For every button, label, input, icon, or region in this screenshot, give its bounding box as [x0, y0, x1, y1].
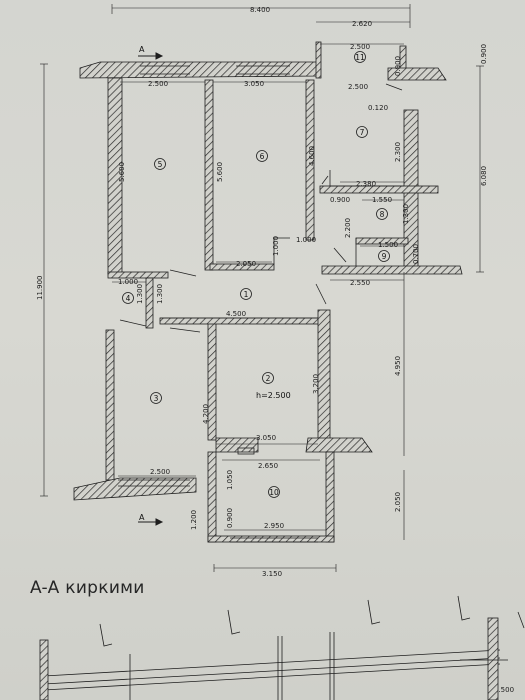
room-3-number: 3: [154, 394, 159, 403]
dim-step-small: 0.900: [330, 196, 350, 204]
dim-corridor-width: 4.500: [226, 310, 246, 318]
dim-room5-height: 5.600: [118, 162, 126, 182]
dim-left-overall: 11.900: [36, 276, 44, 301]
dim-room7-height: 2.300: [394, 142, 402, 162]
dim-loggia-overall: 3.150: [262, 570, 282, 578]
dim-room8-left: 2.200: [344, 218, 352, 238]
room-11-number: 11: [355, 53, 365, 62]
dim-room9-bottom: 2.550: [350, 279, 370, 287]
dim-room3-width: 2.500: [150, 468, 170, 476]
room-9-number: 9: [382, 252, 387, 261]
dim-room4-width: 1.000: [118, 278, 138, 286]
dim-room8-width: 1.550: [372, 196, 392, 204]
room-7-number: 7: [360, 128, 365, 137]
dim-hall-small: 1.000: [272, 236, 280, 256]
room-markers: [122, 51, 390, 498]
dim-room6-lower: 2.050: [236, 260, 256, 268]
dim-room6-width: 3.050: [244, 80, 264, 88]
dim-loggia-offset: 1.200: [190, 510, 198, 530]
dim-door-small: 1.000: [296, 236, 316, 244]
dim-loggia-width: 2.950: [264, 522, 284, 530]
room-2-number: 2: [266, 374, 271, 383]
section-mark-bottom: A: [139, 513, 145, 522]
dim-section-height: 2.500: [494, 686, 514, 694]
room-8-number: 8: [380, 210, 385, 219]
dim-room3-height: 4.200: [202, 404, 210, 424]
dim-room4-h2: 1.300: [156, 284, 164, 304]
dim-loggia-wall: 0.900: [226, 508, 234, 528]
dim-room4-h1: 1.300: [136, 284, 144, 304]
dim-wc-height: 0.900: [394, 56, 402, 76]
room-6-number: 6: [260, 152, 265, 161]
dim-room2-height: 3.200: [312, 374, 320, 394]
room-5-number: 5: [158, 160, 163, 169]
dim-top-overall: 8.400: [250, 6, 270, 14]
room-4-number: 4: [126, 294, 131, 303]
section-title: A-A киркими: [30, 578, 145, 598]
dim-wall-thickness: 0.120: [368, 104, 388, 112]
dimension-lines: [40, 4, 484, 572]
ceiling-height-label: h=2.500: [256, 391, 291, 400]
section-markers: [138, 52, 164, 526]
dim-kitchen-gap: 2.500: [348, 83, 368, 91]
window-lines: [118, 65, 404, 543]
dim-room2-width: 3.050: [256, 434, 276, 442]
dim-top-right: 2.620: [352, 20, 372, 28]
dim-room6-height: 5.600: [216, 162, 224, 182]
dim-room5-width: 2.500: [148, 80, 168, 88]
dim-room9-width: 1.500: [378, 241, 398, 249]
dim-right-upper: 6.080: [480, 166, 488, 186]
dim-right-lower: 4.950: [394, 356, 402, 376]
dim-loggia-inner: 2.650: [258, 462, 278, 470]
dim-right-top: 0.900: [480, 44, 488, 64]
section-drawing: [39, 595, 525, 700]
room-1-number: 1: [244, 290, 249, 299]
room-10-number: 10: [269, 488, 279, 497]
dim-right-bottom: 2.050: [394, 492, 402, 512]
walls: [73, 41, 463, 543]
dim-room6-right: 4.600: [308, 146, 316, 166]
dim-room9-height: 0.700: [412, 244, 420, 264]
room-numbers: 5 6 7 8 9 1 4 3 2 10 11: [126, 53, 387, 497]
dim-kitchen-wall: 2.380: [356, 180, 376, 188]
dimension-labels: 8.400 2.620 2.500 2.500 3.050 2.500 0.12…: [36, 6, 514, 694]
dim-loggia-height: 1.050: [226, 470, 234, 490]
dim-wc-width: 2.500: [350, 43, 370, 51]
section-mark-top: A: [139, 45, 145, 54]
dim-room8-height: 1.300: [402, 204, 410, 224]
